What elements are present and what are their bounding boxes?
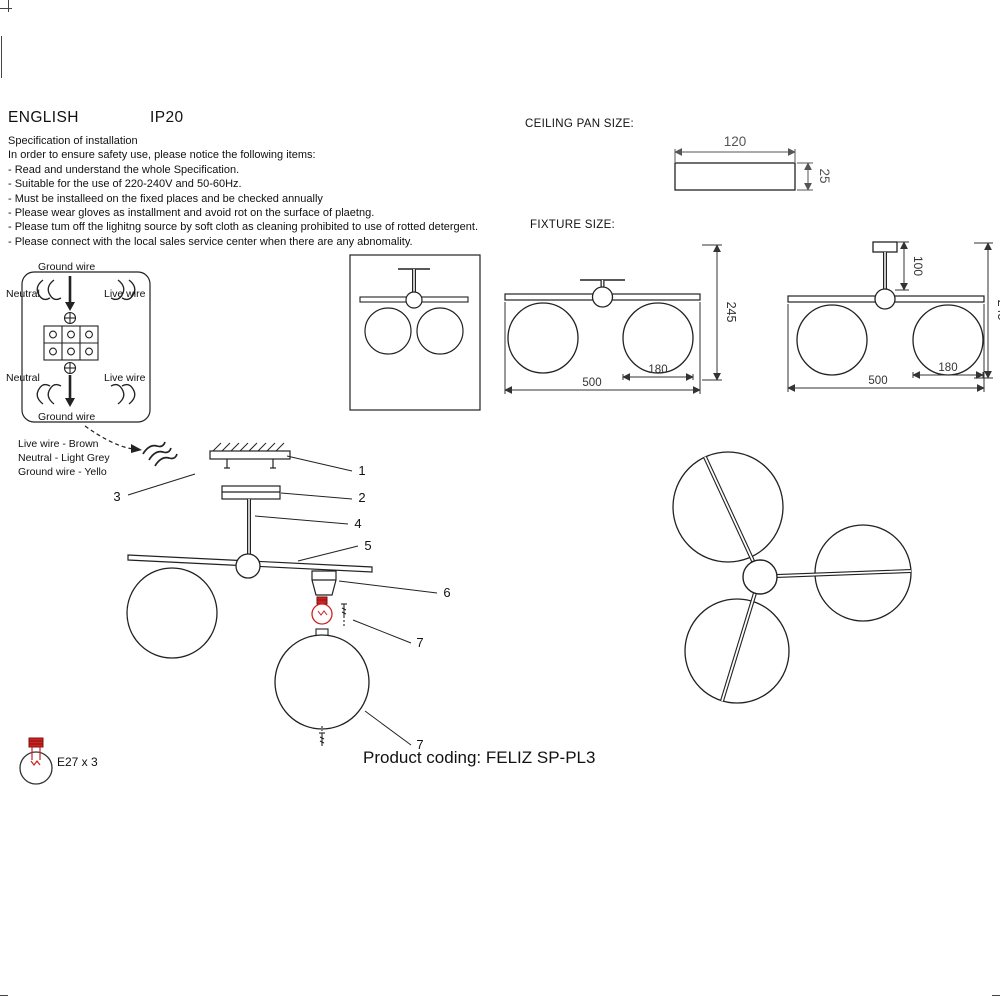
spec-item: - Please wear gloves as installment and … <box>8 207 375 220</box>
ceiling-pan-drawing: 120 25 <box>674 134 832 191</box>
center-ball <box>235 553 261 579</box>
callout-numbers: 1 2 3 4 5 6 7 7 <box>113 463 450 752</box>
callout-6: 6 <box>443 585 450 600</box>
package-box-drawing <box>349 254 481 411</box>
dimension-depth: 25 <box>797 162 832 191</box>
ground-symbol-top <box>63 311 77 325</box>
wire-label-ground-bottom: Ground wire <box>38 411 96 423</box>
fixture-height-value: 245 <box>995 300 1000 321</box>
bulb-cap <box>28 737 44 748</box>
dimension-shade-width: 180 <box>912 362 984 379</box>
crop-mark <box>0 8 12 9</box>
callout-2: 2 <box>358 490 365 505</box>
callout-3: 3 <box>113 489 120 504</box>
dimension-shade-width: 180 <box>622 364 694 381</box>
crop-mark <box>1 36 2 78</box>
ground-symbol-bottom <box>63 361 77 375</box>
fixture-side-drawing: 100 245 180 500 <box>787 241 1000 392</box>
wire-label-ground-top: Ground wire <box>38 261 96 273</box>
globe-circle <box>126 567 218 659</box>
fixture-size-label: FIXTURE SIZE: <box>530 219 616 231</box>
product-coding: Product coding: FELIZ SP-PL3 <box>363 748 596 767</box>
top-view-arms <box>703 456 912 702</box>
fixture-side-body <box>787 241 985 376</box>
exploded-view-drawing: 1 2 3 4 5 6 7 7 <box>84 425 451 752</box>
screw-icon <box>319 726 325 746</box>
dimension-width: 120 <box>674 134 796 162</box>
globe-circle <box>796 304 868 376</box>
wiring-bottom-wires <box>36 375 136 407</box>
ceiling-pan-size-label: CEILING PAN SIZE: <box>525 118 635 130</box>
canopy-plate <box>221 485 281 500</box>
wiring-box-outline <box>21 271 151 423</box>
spec-item: - Must be installeed on the fixed places… <box>8 192 323 205</box>
dimension-width: 500 <box>787 304 985 392</box>
callout-7: 7 <box>416 635 423 650</box>
shade-width-value: 180 <box>648 364 667 376</box>
spec-item: - Read and understand the whole Specific… <box>8 163 240 176</box>
bottom-globe <box>274 628 370 730</box>
fixture-front-drawing: 245 180 500 <box>504 244 738 394</box>
terminal-block <box>43 325 99 361</box>
ceiling-pan-depth-value: 25 <box>817 168 832 183</box>
crop-mark <box>0 995 8 996</box>
center-hub <box>742 559 778 595</box>
globe-circle <box>622 302 694 374</box>
spec-title: Specification of installation <box>8 135 138 147</box>
spec-item: - Please connect with the local sales se… <box>8 235 413 248</box>
wiring-diagram <box>21 271 151 423</box>
wire-color-legend: Live wire - Brown Neutral - Light Grey G… <box>18 437 110 479</box>
top-view-globes <box>672 451 912 704</box>
wire-connectors <box>142 441 178 467</box>
screw-icon <box>341 603 347 627</box>
wire-label-neutral-bottom: Neutral <box>6 372 40 384</box>
legend-live: Live wire - Brown <box>18 438 99 450</box>
wiring-top-wires <box>36 276 136 311</box>
ip-rating: IP20 <box>150 109 184 126</box>
callout-1: 1 <box>358 463 365 478</box>
legend-neutral: Neutral - Light Grey <box>18 452 110 464</box>
light-bulb <box>311 596 333 625</box>
wire-label-neutral-top: Neutral <box>6 288 40 300</box>
lamp-socket <box>311 570 337 596</box>
boxed-fixture <box>359 268 469 355</box>
mounting-strip <box>209 442 291 469</box>
fixture-width-value: 500 <box>582 377 601 389</box>
spec-item: - Suitable for the use of 220-240V and 5… <box>8 178 242 191</box>
crop-mark <box>992 995 1000 996</box>
top-view-drawing <box>672 451 912 704</box>
language-heading: ENGLISH <box>8 109 79 126</box>
dimension-stem-height: 100 <box>895 241 925 291</box>
bulb-icon <box>19 737 53 785</box>
ceiling-pan-width-value: 120 <box>724 134 747 149</box>
bulb-spec-label: E27 x 3 <box>57 755 98 769</box>
ceiling-pan-outline <box>674 162 796 191</box>
dimension-width: 500 <box>504 302 701 394</box>
spec-intro: In order to ensure safety use, please no… <box>8 149 316 162</box>
fixture-width-value: 500 <box>868 375 887 387</box>
crop-mark <box>8 0 9 12</box>
callout-7: 7 <box>416 737 423 752</box>
bulb-filament <box>30 747 41 766</box>
fixture-height-value: 245 <box>724 302 738 323</box>
callout-leaders <box>127 455 438 746</box>
wire-label-live-top: Live wire <box>104 288 146 300</box>
wire-label-live-bottom: Live wire <box>104 372 146 384</box>
spec-item: - Please tum off the lighitng source by … <box>8 221 479 234</box>
bulb-glass <box>19 751 53 785</box>
legend-ground: Ground wire - Yello <box>18 466 107 478</box>
callout-5: 5 <box>364 538 371 553</box>
shade-width-value: 180 <box>938 362 957 374</box>
specification-block: Specification of installation In order t… <box>8 134 478 249</box>
dimension-height: 245 <box>702 244 738 381</box>
globe-circle <box>507 302 579 374</box>
stem-height-value: 100 <box>911 256 925 276</box>
wiring-lead-arrow <box>84 425 142 453</box>
callout-4: 4 <box>354 516 361 531</box>
fixture-front-body <box>504 279 701 374</box>
